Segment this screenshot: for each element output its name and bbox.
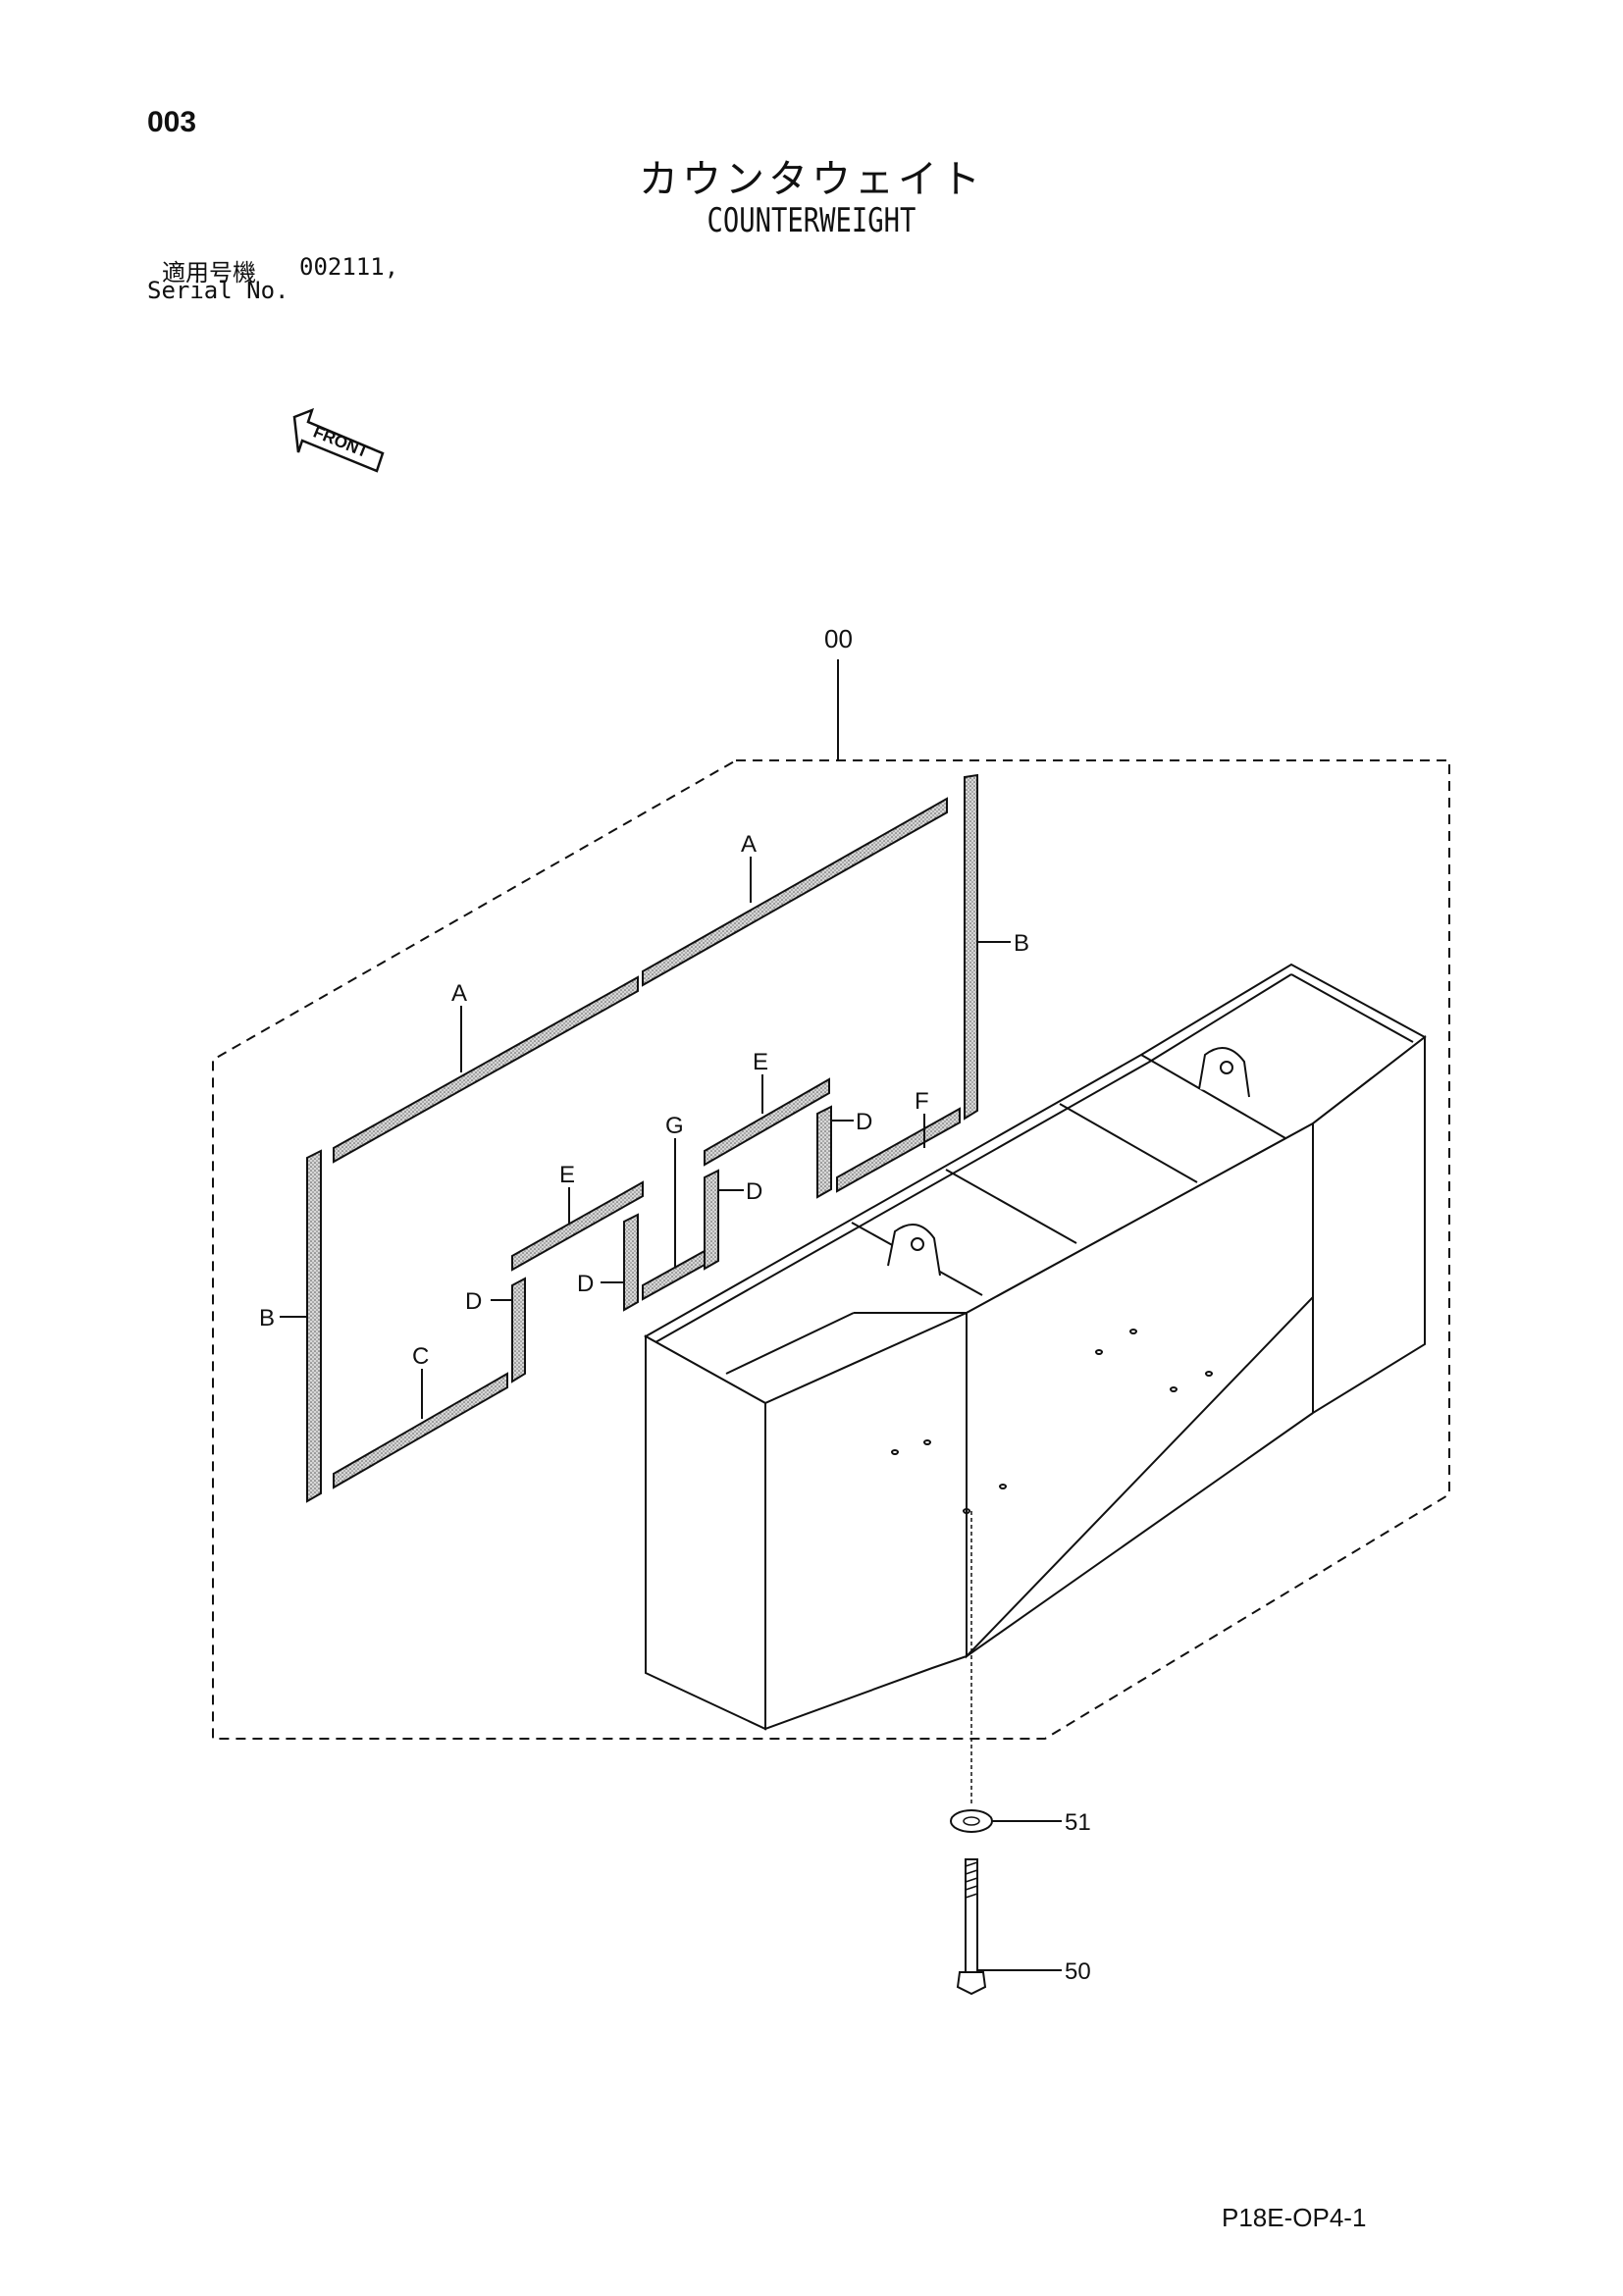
seal-strip-e-left [511,1180,644,1272]
callout-f: F [915,1088,929,1115]
seal-strip-d-4 [816,1105,832,1199]
callout-e-right: E [753,1049,768,1075]
callout-washer: 51 [1065,1809,1091,1836]
assembly-boundary [212,759,1450,1740]
washer-icon [950,1809,993,1833]
callout-a-right: A [741,831,757,858]
callout-d-3: D [746,1178,762,1205]
seal-strip-a-right [642,797,948,987]
callout-g: G [665,1113,684,1139]
seal-strip-e-right [704,1077,830,1167]
title-english: COUNTERWEIGHT [707,201,916,240]
callout-a-left: A [451,980,467,1007]
title-japanese: カウンタウェイト [639,157,984,202]
page-number: 003 [147,106,197,138]
seal-strip-b-right [964,773,978,1121]
front-arrow-icon: FRONT [292,407,385,473]
callout-c: C [412,1343,429,1370]
counterweight-body [643,963,1427,1731]
seal-strip-f [836,1107,961,1193]
callout-d-4: D [856,1109,872,1135]
serial-value: 002111, [299,253,399,281]
drawing-code: P18E-OP4-1 [1222,2203,1367,2232]
bolt-icon [956,1858,987,1996]
callout-assembly-label: 00 [824,624,853,653]
seal-strip-d-2 [623,1213,639,1312]
serial-label-english: Serial No. [147,277,289,304]
callout-e-left: E [559,1162,575,1188]
seal-strip-g [642,1249,706,1301]
callout-bolt: 50 [1065,1958,1091,1985]
serial-label-japanese: 適用号機 [162,259,256,287]
seal-strip-b-left [306,1149,322,1503]
seal-strip-d-3 [704,1169,719,1271]
seal-strip-a-left [333,975,639,1164]
callout-d-1: D [465,1288,482,1315]
callout-b-left: B [259,1305,275,1331]
seal-strip-d-1 [511,1277,526,1383]
seal-strip-c [333,1372,508,1489]
callout-b-right: B [1014,930,1029,957]
callout-d-2: D [577,1271,594,1297]
